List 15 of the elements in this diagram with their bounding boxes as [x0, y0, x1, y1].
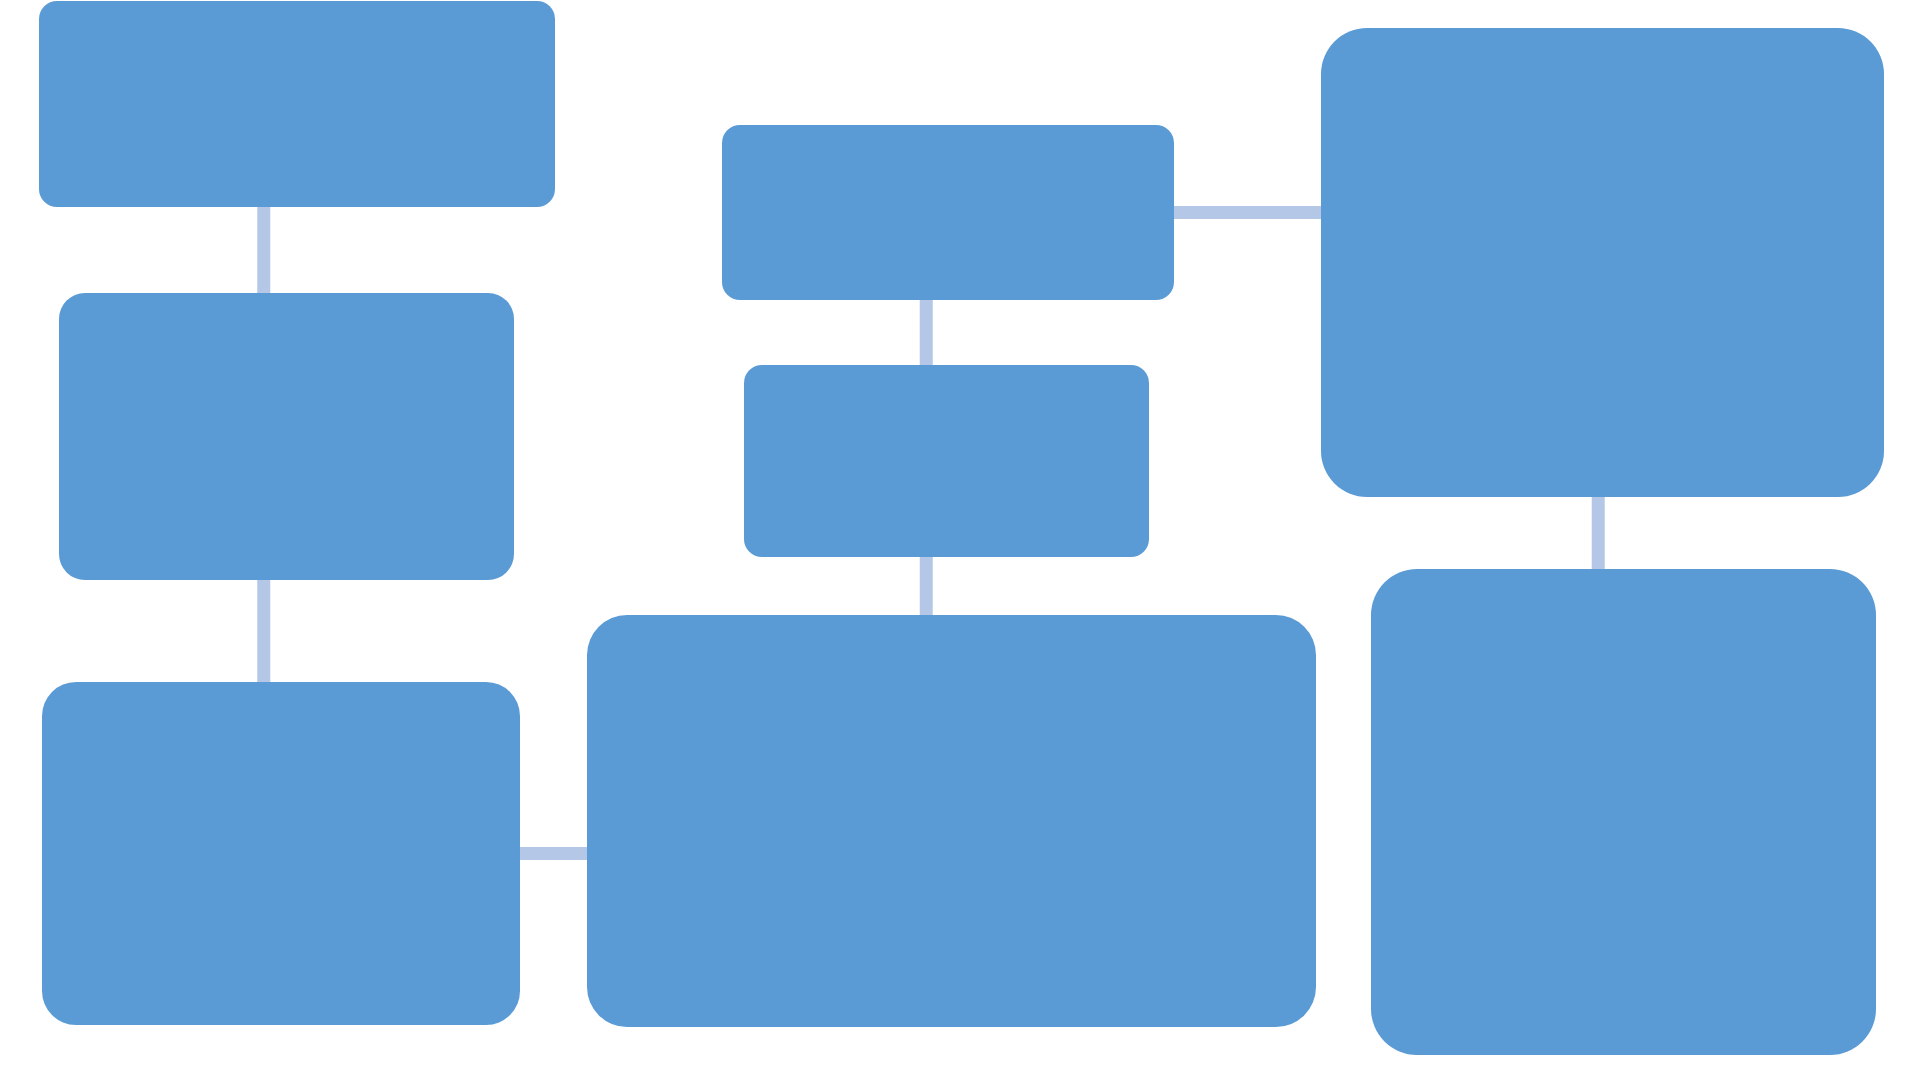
rounded-box	[587, 615, 1316, 1027]
rounded-box	[1371, 569, 1876, 1055]
connector-line	[257, 580, 271, 682]
rounded-box	[1321, 28, 1884, 497]
connector-line	[919, 557, 933, 615]
rounded-box	[744, 365, 1149, 557]
connector-line	[1174, 206, 1321, 219]
connector-line	[257, 207, 271, 293]
connector-line	[919, 300, 933, 365]
rounded-box	[42, 682, 520, 1025]
rounded-box	[722, 125, 1174, 300]
connector-line	[520, 847, 587, 860]
rounded-box	[39, 1, 555, 207]
rounded-box	[59, 293, 514, 580]
connector-line	[1591, 497, 1605, 569]
